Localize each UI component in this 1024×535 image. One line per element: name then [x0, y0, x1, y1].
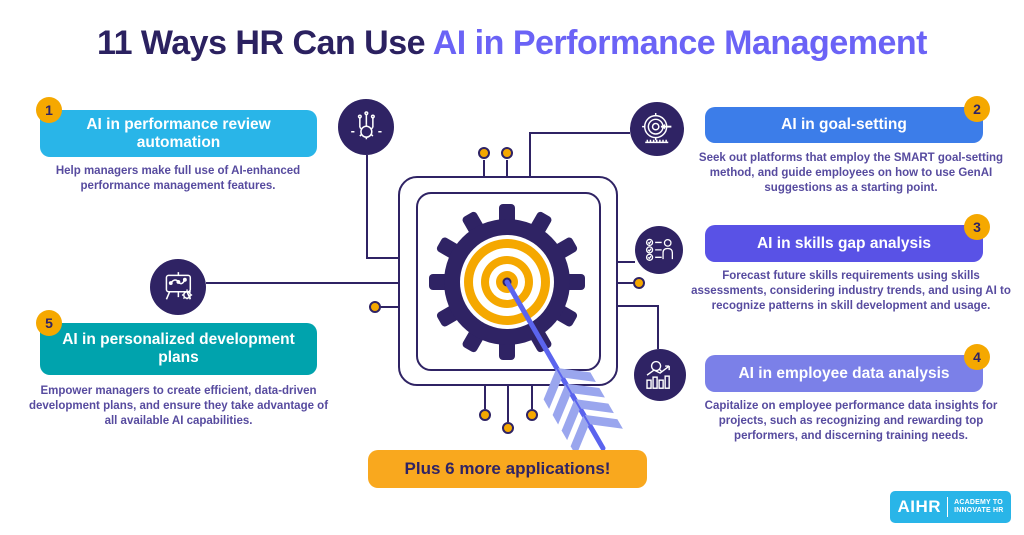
logo-tagline: ACADEMY TO INNOVATE HR [954, 498, 1004, 514]
data-analysis-icon [634, 349, 686, 401]
card-personalized-development-plans: 5 AI in personalized development plans [36, 310, 317, 375]
card-1-description: Help managers make full use of AI-enhanc… [55, 165, 301, 193]
page-title-prefix: 11 Ways HR Can Use [97, 24, 433, 62]
card-3-heading: AI in skills gap analysis [756, 234, 932, 252]
page-title-accent: AI in Performance Management [432, 24, 928, 62]
card-employee-data-analysis: 4 AI in employee data analysis [705, 344, 990, 392]
card-skills-gap-analysis: 3 AI in skills gap analysis [705, 214, 990, 262]
dart-arrow-icon [504, 279, 623, 456]
card-4-description: Capitalize on employee performance data … [704, 400, 998, 443]
number-badge-1: 1 [36, 97, 62, 123]
goal-target-icon [630, 102, 684, 156]
number-badge-4: 4 [964, 344, 990, 370]
number-badge-5: 5 [36, 310, 62, 336]
number-badge-2: 2 [964, 96, 990, 122]
logo-divider [947, 497, 949, 517]
card-2-description: Seek out platforms that employ the SMART… [698, 152, 1004, 195]
presentation-board-icon [150, 259, 206, 315]
number-badge-3: 3 [964, 214, 990, 240]
orange-node-dots [369, 147, 645, 434]
ai-circuit-icon [338, 99, 394, 155]
page-title: 11 Ways HR Can Use AI in Performance Man… [0, 24, 1024, 63]
banner-label: Plus 6 more applications! [404, 459, 611, 478]
card-goal-setting: 2 AI in goal-setting [705, 96, 990, 143]
aihr-logo-wordmark: AIHR [897, 497, 942, 516]
connector-lines [206, 132, 659, 422]
card-3-description: Forecast future skills requirements usin… [691, 270, 1011, 313]
card-2-heading: AI in goal-setting [781, 116, 907, 134]
skills-checklist-icon [635, 226, 683, 274]
card-5-description: Empower managers to create efficient, da… [28, 385, 329, 428]
card-4-heading: AI in employee data analysis [738, 364, 950, 382]
aihr-logo: AIHR ACADEMY TO INNOVATE HR [890, 491, 1011, 523]
card-5-heading: AI in personalized development plans [62, 331, 295, 366]
card-1-heading: AI in performance review automation [86, 115, 271, 151]
more-applications-banner: Plus 6 more applications! [368, 450, 647, 488]
card-performance-review-automation: 1 AI in performance review automation [36, 97, 317, 157]
